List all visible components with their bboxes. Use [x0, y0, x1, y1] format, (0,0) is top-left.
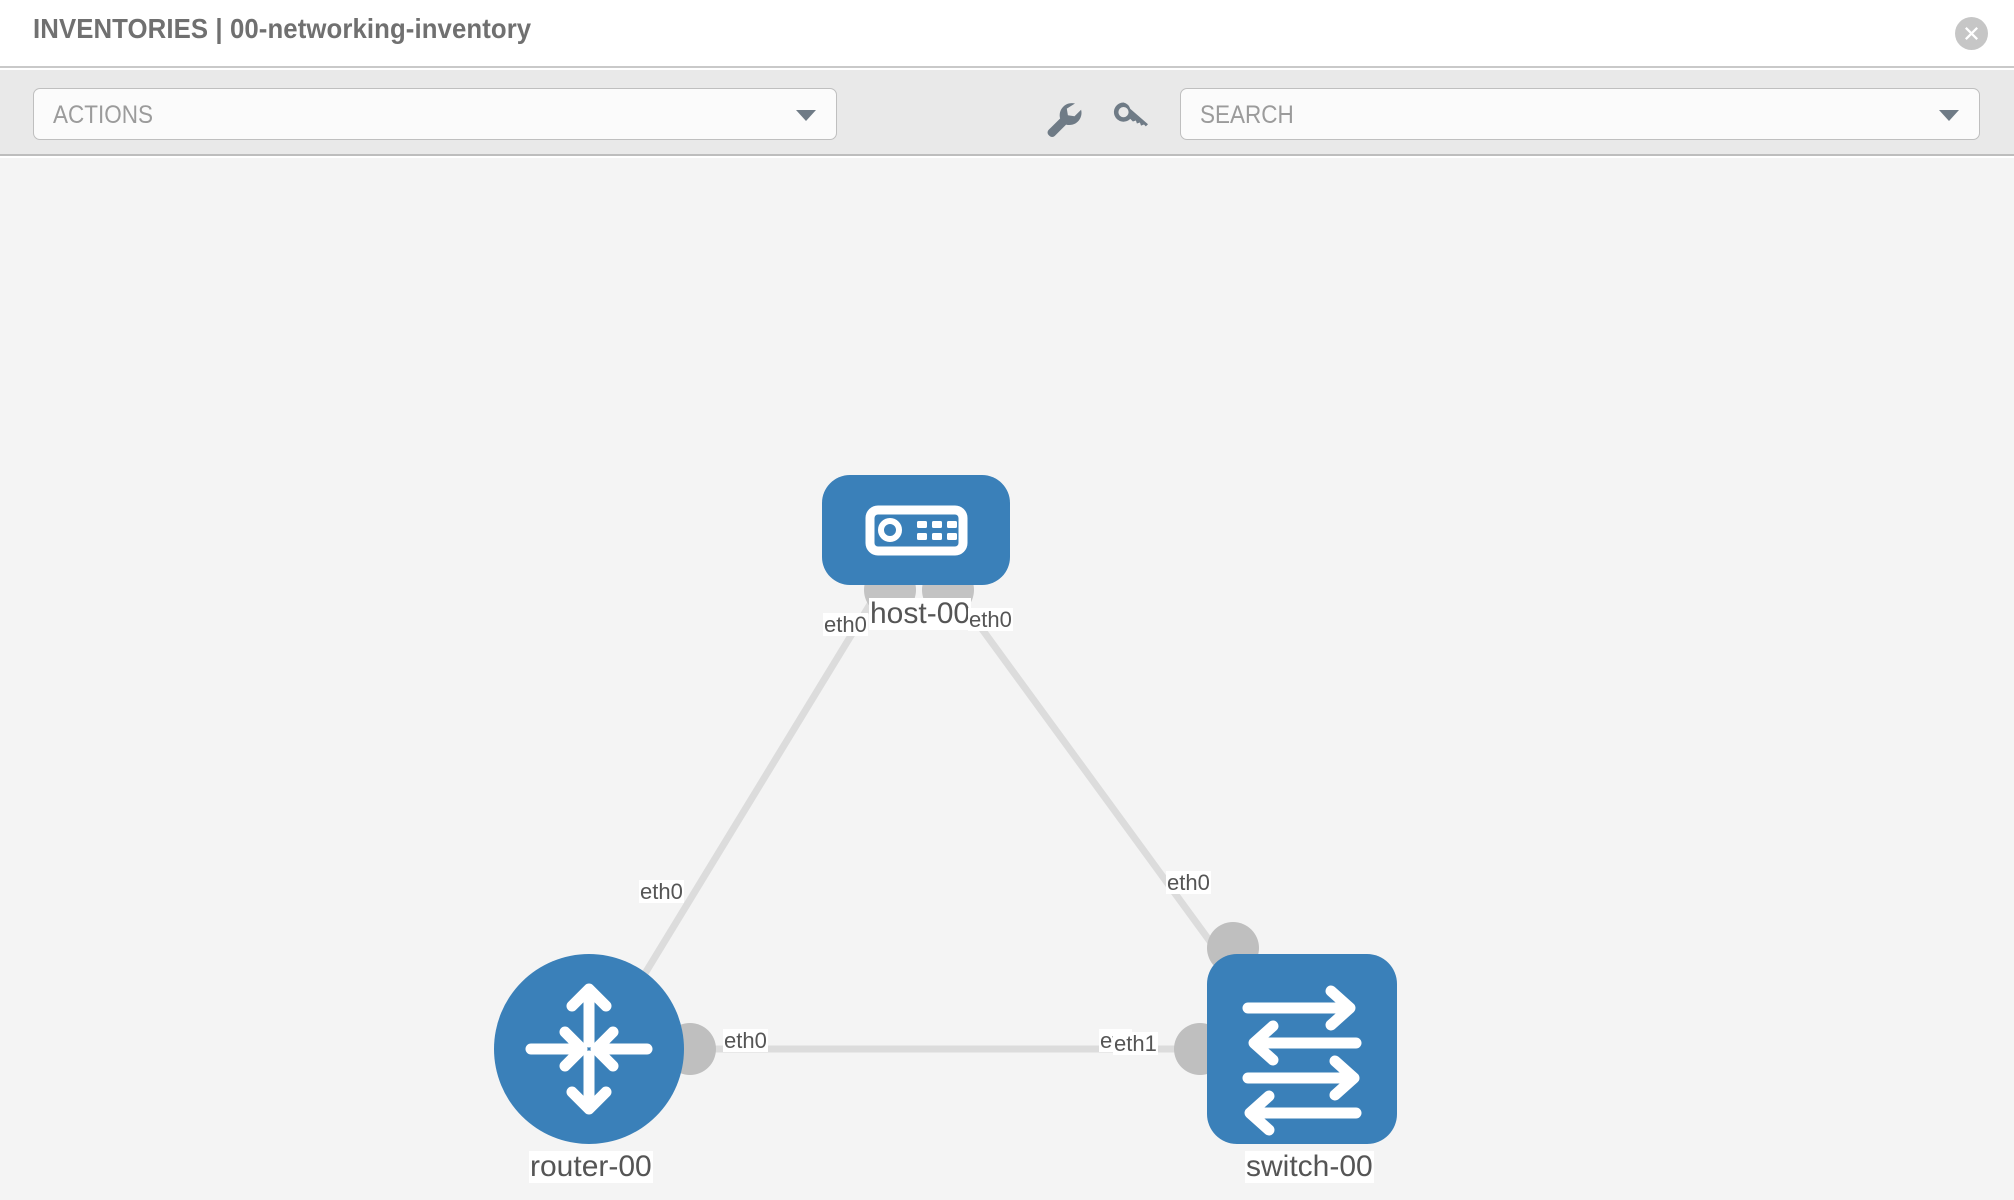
topology-canvas[interactable]: eth0 host-00 eth0 eth0 eth0 eth0 eth eth…: [0, 158, 2014, 1200]
page-title: INVENTORIES | 00-networking-inventory: [33, 13, 532, 44]
node-label-router-00: router-00: [529, 1150, 653, 1183]
node-label-switch-00: switch-00: [1245, 1150, 1374, 1183]
node-router-00: [494, 954, 684, 1144]
chevron-down-icon: [796, 110, 816, 121]
actions-dropdown[interactable]: ACTIONS: [33, 88, 837, 140]
node-label-host-00: host-00: [869, 597, 972, 630]
interface-label-switch00-up: eth0: [1166, 870, 1211, 895]
search-placeholder: SEARCH: [1200, 101, 1294, 129]
interface-label-host00-left: eth0: [823, 612, 868, 637]
chevron-down-icon[interactable]: [1939, 110, 1959, 121]
interface-label-router00-up: eth0: [639, 879, 684, 904]
node-host-00: [822, 475, 1010, 585]
socket-layer: [664, 564, 1259, 1075]
router-arrows-icon: [525, 983, 653, 1115]
toolbar: ACTIONS SEARCH: [0, 70, 2014, 156]
link-layer: [624, 585, 1258, 1053]
link-host00-router00: [624, 586, 883, 1005]
wrench-icon[interactable]: [1040, 96, 1084, 140]
server-appliance-icon: [865, 505, 968, 556]
link-host00-switch00: [949, 585, 1258, 1006]
interface-label-host00-right: eth0: [968, 607, 1013, 632]
interface-label-router00-right: eth0: [723, 1028, 768, 1053]
switch-arrows-icon: [1242, 985, 1362, 1136]
actions-dropdown-label: ACTIONS: [53, 101, 154, 129]
topology-graph: [494, 475, 1397, 1144]
close-icon[interactable]: [1955, 17, 1988, 50]
key-icon[interactable]: [1108, 96, 1152, 140]
interface-label-switch00-left: eth1: [1113, 1031, 1158, 1056]
search-input[interactable]: SEARCH: [1180, 88, 1980, 140]
window-header: INVENTORIES | 00-networking-inventory: [0, 0, 2014, 68]
node-switch-00: [1207, 954, 1397, 1144]
